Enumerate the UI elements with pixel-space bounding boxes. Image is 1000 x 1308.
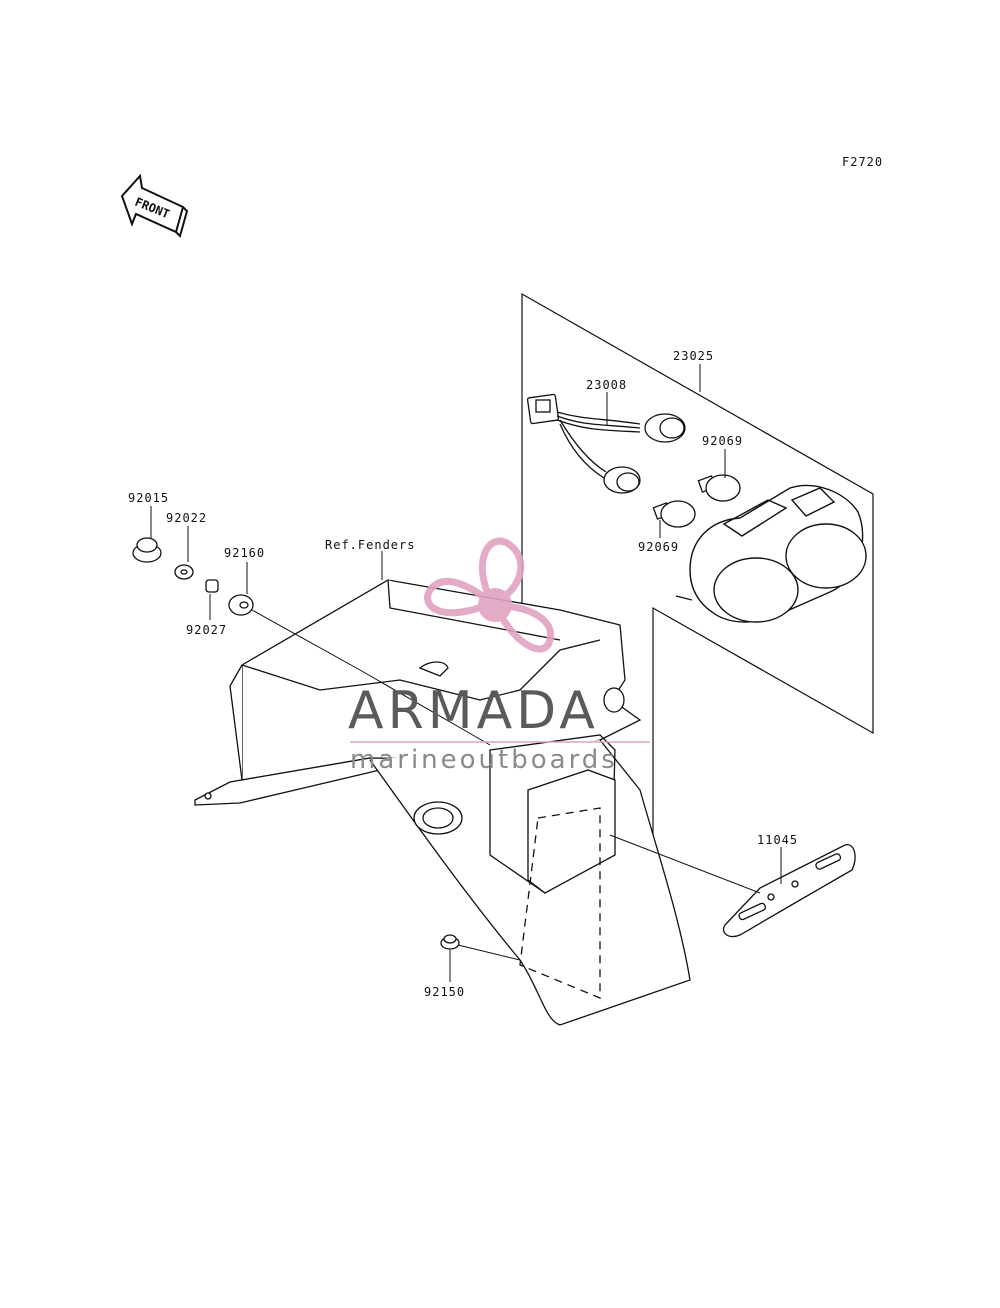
watermark-tagline: marineoutboards <box>350 745 618 775</box>
bolt-92150 <box>440 934 460 950</box>
watermark-brand: ARMADA <box>348 681 599 741</box>
nut-92015 <box>132 537 162 563</box>
label-92015: 92015 <box>128 491 169 505</box>
license-plate-holder <box>369 734 691 1026</box>
bulb-upper-92069 <box>697 474 741 502</box>
label-23008: 23008 <box>586 378 627 392</box>
front-arrow-icon: FRONT <box>120 173 189 238</box>
label-23025: 23025 <box>673 349 714 363</box>
wiring-harness-23008 <box>526 393 686 494</box>
label-92160: 92160 <box>224 546 265 560</box>
collar-92027 <box>205 579 219 593</box>
bulb-lower-92069 <box>652 500 696 528</box>
label-92069-upper: 92069 <box>702 434 743 448</box>
label-92069-lower: 92069 <box>638 540 679 554</box>
rear-fender <box>194 579 642 806</box>
washer-92022 <box>174 564 194 580</box>
label-92150: 92150 <box>424 985 465 999</box>
label-92027: 92027 <box>186 623 227 637</box>
leader-lines <box>150 364 782 982</box>
label-11045: 11045 <box>757 833 798 847</box>
grommet-92160 <box>228 594 254 616</box>
taillight-housing <box>675 484 867 623</box>
propeller-logo-icon <box>424 537 555 653</box>
label-ref-fenders: Ref.Fenders <box>325 538 415 552</box>
figure-code: F2720 <box>842 155 883 169</box>
watermark: ARMADA marineoutboards <box>348 537 650 775</box>
label-92022: 92022 <box>166 511 207 525</box>
bracket-11045 <box>722 844 856 938</box>
